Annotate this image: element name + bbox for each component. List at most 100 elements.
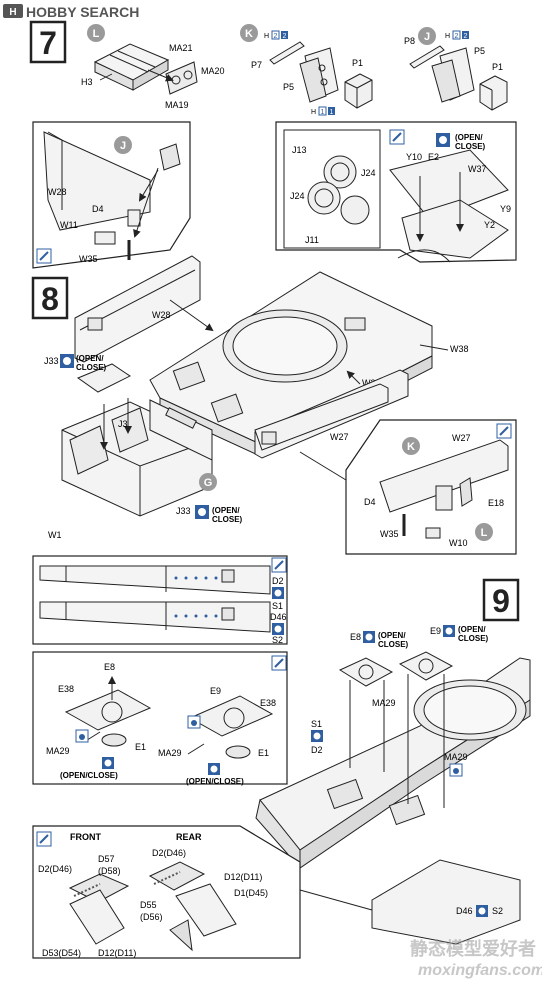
label-p7: P7 — [251, 60, 262, 70]
open-close-icon-10 — [311, 730, 323, 742]
label-s2-rail: S2 — [272, 635, 283, 645]
sprue-j-badge-1: J — [418, 27, 436, 45]
label-w27-inset: W27 — [452, 433, 471, 443]
label-w28: W28 — [152, 310, 171, 320]
label-ma29-3: MA29 — [372, 698, 396, 708]
label-y9: Y9 — [500, 204, 511, 214]
label-e8: E8 — [350, 632, 361, 642]
part-number-h2-2: H 2 2 — [445, 30, 469, 40]
open-close-icon-6 — [102, 757, 114, 769]
label-e1-2: E1 — [258, 748, 269, 758]
inset-hatches — [32, 651, 288, 785]
label-front: FRONT — [70, 832, 101, 842]
open-close-icon-9 — [443, 625, 455, 637]
label-d56: (D56) — [140, 912, 163, 922]
svg-text:2: 2 — [274, 33, 278, 40]
step-7-number: 7 — [39, 25, 57, 61]
watermark-url: moxingfans.com — [418, 962, 542, 979]
label-d12-d11-rear: D12(D11) — [224, 872, 262, 882]
label-ma29-2: MA29 — [158, 748, 182, 758]
sprue-k-badge-1: K — [240, 24, 258, 42]
label-close-2: CLOSE) — [76, 363, 107, 372]
label-w28-inset: W28 — [48, 187, 67, 197]
label-e38-1: E38 — [58, 684, 74, 694]
svg-text:H: H — [445, 33, 450, 40]
label-d1-d45: D1(D45) — [234, 888, 268, 898]
label-e8-inset: E8 — [104, 662, 115, 672]
label-p1-right: P1 — [492, 62, 503, 72]
part-number-h1-1: H 1 1 — [311, 106, 335, 116]
label-d2: D2 — [311, 745, 323, 755]
label-close-5: CLOSE) — [458, 634, 489, 643]
hobby-search-text: HOBBY SEARCH — [26, 4, 139, 20]
label-w37: W37 — [468, 164, 487, 174]
step-7-box — [29, 20, 67, 64]
step-9-number: 9 — [492, 583, 510, 619]
paint-drop-icon-2 — [187, 715, 201, 729]
open-close-icon-4 — [272, 587, 284, 599]
label-w35-inset: W35 — [380, 529, 399, 539]
moxingfans-watermark: 静态模型爱好者 moxingfans.com — [410, 938, 542, 979]
svg-text:2: 2 — [455, 33, 459, 40]
paint-icon-5 — [271, 655, 287, 671]
label-rear: REAR — [176, 832, 202, 842]
svg-text:L: L — [481, 527, 488, 539]
step-8-box — [31, 276, 69, 320]
label-e38-2: E38 — [260, 698, 276, 708]
label-w27: W27 — [330, 432, 349, 442]
svg-text:L: L — [93, 28, 100, 40]
label-e9: E9 — [430, 626, 441, 636]
sprue-l-badge-1: L — [87, 24, 105, 42]
label-open-close-2: (OPEN/CLOSE) — [186, 777, 244, 786]
label-j33-1: J33 — [44, 356, 59, 366]
part-number-h2-1: H 2 2 — [264, 30, 288, 40]
svg-text:H: H — [311, 109, 316, 116]
label-p5-right: P5 — [474, 46, 485, 56]
part-p7-p5 — [269, 41, 339, 103]
step-8-number: 8 — [41, 281, 59, 317]
label-w11: W11 — [60, 220, 78, 230]
inset-left-w28 — [32, 121, 191, 269]
inset-right-deck — [275, 121, 517, 263]
label-close-1: CLOSE) — [455, 142, 486, 151]
paint-icon-2 — [389, 129, 405, 145]
svg-text:H: H — [264, 33, 269, 40]
part-w27 — [254, 383, 389, 451]
svg-text:K: K — [407, 441, 415, 453]
label-w35: W35 — [79, 254, 98, 264]
rivet-row — [174, 576, 218, 618]
svg-text:J: J — [424, 31, 430, 43]
inset-side-rails — [32, 555, 288, 645]
paint-icon-1 — [36, 248, 52, 264]
label-w10: W10 — [449, 538, 468, 548]
step-7: 7 — [29, 20, 67, 64]
label-ma19: MA19 — [165, 100, 189, 110]
label-j33-2: J33 — [176, 506, 191, 516]
label-j3: J3 — [118, 419, 128, 429]
inset-right-w27 — [345, 419, 517, 555]
open-close-icon-8 — [363, 631, 375, 643]
label-s1: S1 — [311, 719, 322, 729]
open-close-icon-11 — [476, 905, 488, 917]
part-w28 — [74, 255, 201, 363]
hatch-e8-floating — [338, 657, 394, 772]
label-d2-d46-front: D2(D46) — [38, 864, 72, 874]
label-d53-d54: D53(D54) — [42, 948, 81, 958]
label-d55: D55 — [140, 900, 157, 910]
label-d46: D46 — [456, 906, 473, 916]
svg-text:K: K — [245, 28, 253, 40]
step-9: 9 — [482, 578, 520, 622]
label-open-2: (OPEN/ — [76, 354, 104, 363]
svg-text:2: 2 — [283, 33, 287, 40]
paint-drop-icon-1 — [75, 729, 89, 743]
step-8: 8 — [31, 276, 69, 320]
label-d46-rail: D46 — [270, 612, 287, 622]
label-open-4: (OPEN/ — [378, 631, 406, 640]
label-h3: H3 — [81, 77, 93, 87]
open-close-icon-2 — [60, 354, 74, 368]
svg-text:1: 1 — [330, 109, 334, 116]
svg-text:G: G — [204, 477, 213, 489]
inset-front-rear — [32, 825, 301, 959]
svg-text:2: 2 — [464, 33, 468, 40]
part-g-panel — [149, 399, 213, 461]
